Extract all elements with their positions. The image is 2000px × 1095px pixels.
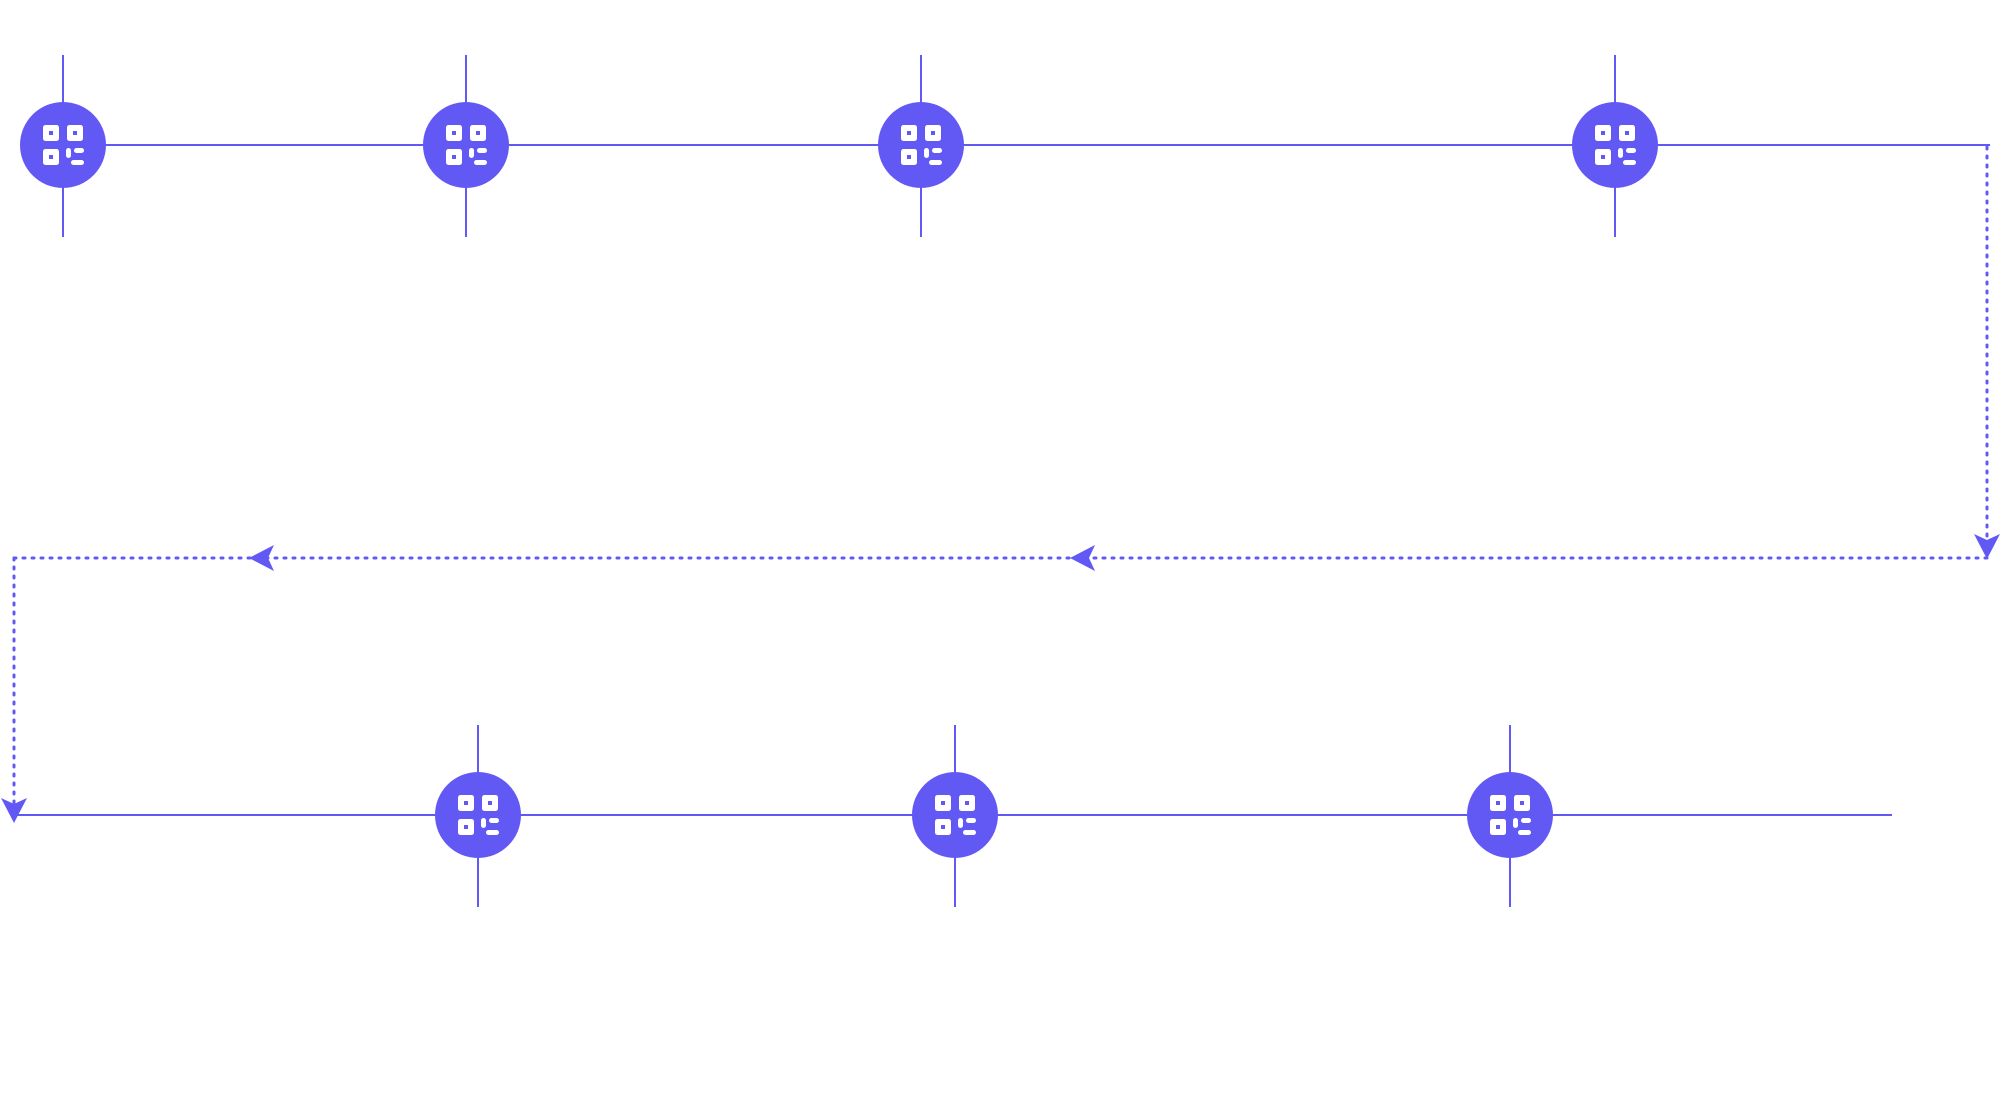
node-layer bbox=[20, 55, 1658, 907]
bottom-node-3 bbox=[1467, 725, 1553, 907]
node-circle bbox=[878, 102, 964, 188]
arrowhead-left-1 bbox=[1070, 545, 1095, 571]
node-circle bbox=[912, 772, 998, 858]
arrowhead-left-2 bbox=[249, 545, 274, 571]
node-circle bbox=[1467, 772, 1553, 858]
node-circle bbox=[435, 772, 521, 858]
top-node-4 bbox=[1572, 55, 1658, 237]
node-circle bbox=[20, 102, 106, 188]
bottom-node-2 bbox=[912, 725, 998, 907]
arrowhead-down-right bbox=[1974, 534, 2000, 559]
node-circle bbox=[423, 102, 509, 188]
top-node-3 bbox=[878, 55, 964, 237]
bottom-node-1 bbox=[435, 725, 521, 907]
node-circle bbox=[1572, 102, 1658, 188]
top-node-1 bbox=[20, 55, 106, 237]
arrowhead-down-left bbox=[1, 798, 27, 823]
top-node-2 bbox=[423, 55, 509, 237]
connector-layer bbox=[1, 144, 2000, 823]
